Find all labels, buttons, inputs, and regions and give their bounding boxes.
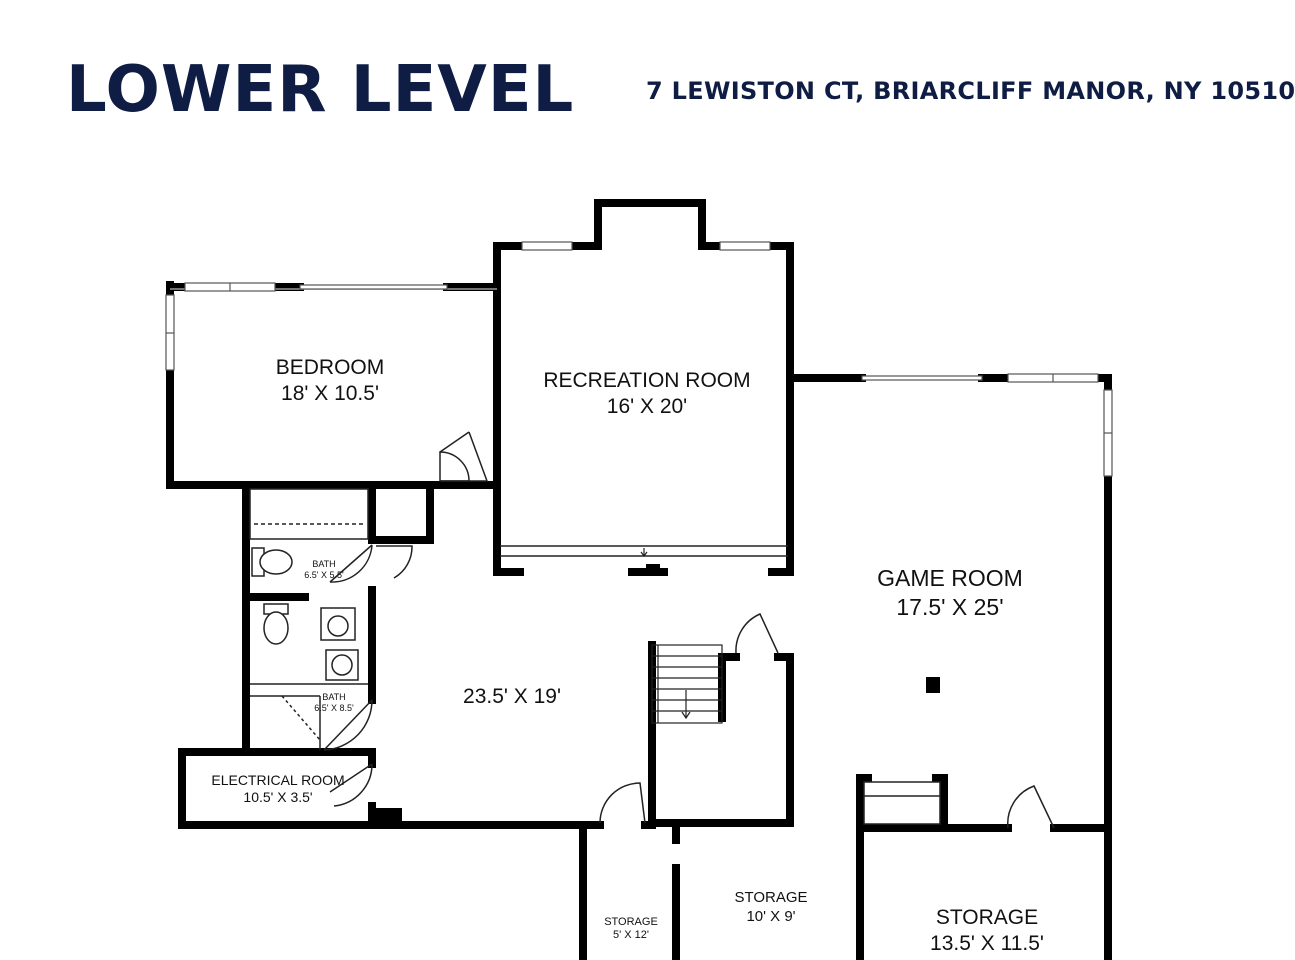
room-dims-storage-large: 13.5' X 11.5' xyxy=(930,932,1044,955)
room-name-storage-small: STORAGE xyxy=(604,916,658,928)
walls xyxy=(166,199,1112,960)
room-name-bath2: BATH xyxy=(322,692,345,702)
room-dims-bath1: 6.5' X 5.5' xyxy=(304,570,344,580)
property-address: 7 LEWISTON CT, BRIARCLIFF MANOR, NY 1051… xyxy=(646,77,1295,105)
room-name-electrical: ELECTRICAL ROOM xyxy=(211,772,344,788)
room-dims-electrical: 10.5' X 3.5' xyxy=(243,789,312,805)
room-dims-main: 23.5' X 19' xyxy=(463,685,561,708)
room-name-storage-large: STORAGE xyxy=(936,906,1038,929)
room-name-bath1: BATH xyxy=(312,559,335,569)
windows xyxy=(165,241,1113,477)
page-title: LOWER LEVEL xyxy=(66,53,575,127)
room-name-storage-mid: STORAGE xyxy=(734,889,807,906)
fixtures xyxy=(251,547,359,681)
solid-markers xyxy=(372,564,940,824)
room-dims-bedroom: 18' X 10.5' xyxy=(281,382,379,405)
room-dims-bath2: 6.5' X 8.5' xyxy=(314,703,354,713)
stairs xyxy=(640,548,723,724)
doors xyxy=(323,431,1055,829)
room-dims-game: 17.5' X 25' xyxy=(896,594,1003,620)
room-labels: BEDROOM 18' X 10.5' RECREATION ROOM 16' … xyxy=(211,356,1044,955)
room-dims-storage-mid: 10' X 9' xyxy=(746,908,795,925)
room-dims-recreation: 16' X 20' xyxy=(607,395,687,418)
room-name-game: GAME ROOM xyxy=(877,565,1023,591)
room-dims-storage-small: 5' X 12' xyxy=(613,929,649,941)
room-name-recreation: RECREATION ROOM xyxy=(543,369,750,392)
room-name-bedroom: BEDROOM xyxy=(276,356,385,379)
